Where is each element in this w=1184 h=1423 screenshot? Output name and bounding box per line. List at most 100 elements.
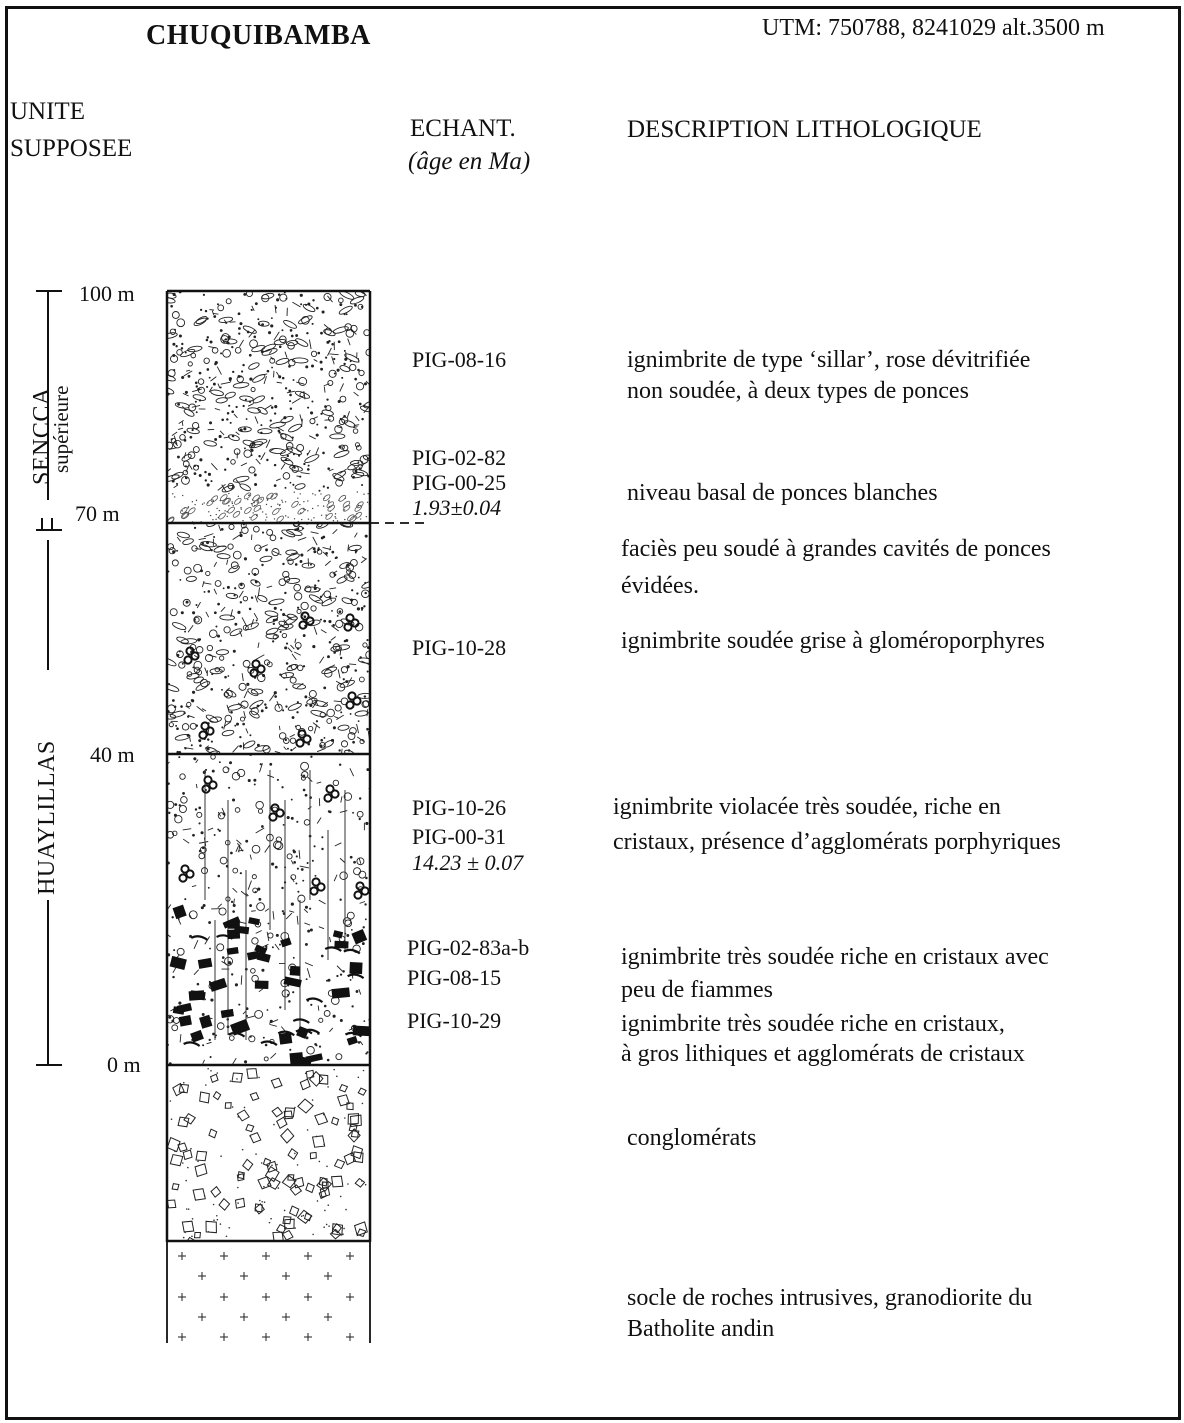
dot-mark [249,734,252,737]
dot-mark [295,882,298,885]
dash-mark [255,458,261,465]
dot-mark [221,418,224,422]
vesicle-mark [344,323,353,331]
pumice-mark [339,365,351,372]
pumice-mark [176,636,189,644]
dot-mark [248,572,250,575]
dot-mark [357,1076,360,1079]
dash-mark [349,768,355,777]
dash-mark [183,370,193,377]
dot-mark [215,518,217,521]
dot-mark [215,1214,218,1217]
dot-mark [364,903,367,906]
vesicle-mark [301,316,310,325]
dot-mark [183,430,187,434]
dot-mark [220,1155,222,1158]
dot-mark [311,364,314,368]
description-text: ignimbrite soudée grise à gloméroporphyr… [621,628,1045,654]
basal-pumice-mark [356,501,364,509]
dot-mark [284,486,287,489]
dash-mark [325,664,336,670]
dash-mark [306,968,311,978]
dot-mark [208,980,211,983]
pumice-mark [347,462,360,471]
fiamme-streak [324,946,342,952]
vesicle-mark [350,324,358,333]
dot-mark [278,943,281,946]
dot-mark [250,502,253,505]
dot-mark [310,755,313,758]
unit-scale-bars [36,290,62,1066]
dot-mark [250,308,253,312]
pumice-mark [269,421,286,429]
vesicle-mark [237,768,246,778]
dot-mark [240,508,242,510]
dot-mark [285,642,289,645]
dash-mark [178,420,184,424]
vesicle-mark [204,653,214,663]
dot-mark [292,379,295,382]
vesicle-mark [193,464,200,471]
vesicle-mark [316,549,323,555]
dash-mark [283,676,288,679]
dot-mark [231,345,234,349]
dot-mark [201,1013,205,1016]
dot-mark [218,509,221,512]
dot-mark [176,727,179,731]
dot-mark [360,305,364,308]
dot-mark [203,502,205,504]
vesicle-mark [178,805,187,814]
vesicle-mark [181,723,190,731]
clast-mark [194,1163,208,1178]
pumice-mark [167,684,180,692]
vesicle-mark [253,525,260,533]
fiamme-mark [332,930,344,939]
pumice-mark [311,700,328,707]
dot-mark [284,646,288,650]
dot-mark [309,928,313,932]
vesicle-mark [243,449,252,458]
dot-mark [239,735,242,739]
dot-mark [357,1041,361,1044]
vesicle-mark [238,582,245,590]
glomerocryst-mark [203,775,213,785]
clast-mark [264,1165,280,1183]
dot-mark [293,861,296,864]
dot-mark [319,360,323,364]
vesicle-mark [348,571,357,579]
dash-mark [290,644,295,650]
dot-mark [213,834,216,836]
dot-mark [228,961,232,965]
dash-mark [306,449,311,456]
fiamme-streak [216,934,234,940]
dot-mark [173,705,177,709]
dot-mark [360,606,364,610]
dot-mark [346,563,350,567]
pumice-mark [281,529,296,538]
dash-mark [251,305,255,311]
dash-mark [237,849,244,852]
pumice-mark [237,426,252,433]
dash-mark [365,380,370,386]
pumice-mark [203,440,217,447]
dot-mark [295,334,299,337]
dot-mark [265,519,267,521]
pumice-mark [283,319,297,329]
dot-mark [306,332,309,335]
dot-mark [351,1152,354,1154]
intrusive-basement-texture [178,1252,354,1341]
dot-mark [192,611,196,615]
dash-mark [347,338,351,346]
dot-mark [285,688,288,691]
dash-mark [336,965,345,973]
pumice-mark [335,644,351,651]
glomerocryst-mark [178,873,188,883]
dot-mark [302,665,306,668]
dash-mark [348,1027,354,1031]
dot-mark [257,318,260,321]
figure-frame [5,6,1181,1420]
vesicle-mark [339,444,345,450]
dot-mark [367,493,369,495]
vesicle-mark [349,727,357,735]
dot-mark [183,711,186,715]
